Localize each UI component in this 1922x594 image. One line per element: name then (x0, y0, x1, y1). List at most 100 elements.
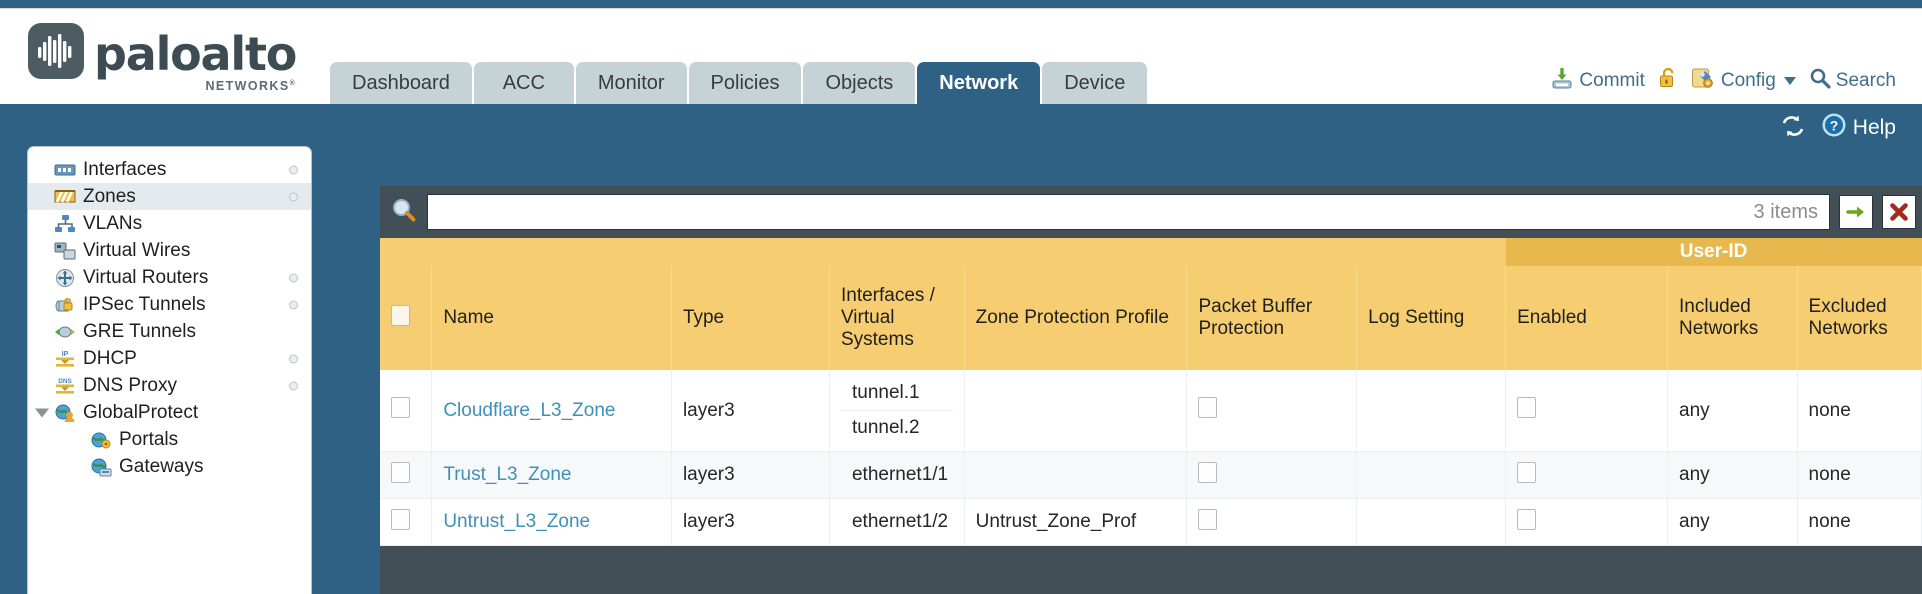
sidebar-item-label: DNS Proxy (83, 374, 177, 396)
packet-buffer-protection-checkbox[interactable] (1198, 397, 1218, 418)
excluded-networks-cell: none (1797, 498, 1922, 546)
column-header-name[interactable]: Name (431, 266, 672, 370)
globalprotect-icon (54, 403, 76, 423)
tab-objects[interactable]: Objects (803, 62, 916, 104)
logo-tagline: NETWORKS® (205, 79, 296, 93)
config-button[interactable]: Config (1691, 66, 1796, 96)
packet-buffer-protection-cell (1186, 370, 1358, 452)
row-checkbox[interactable] (391, 508, 410, 530)
search-button[interactable]: Search (1809, 67, 1896, 95)
column-header-zone-protection-profile[interactable]: Zone Protection Profile (964, 266, 1188, 370)
column-header-log-setting[interactable]: Log Setting (1356, 266, 1507, 370)
packet-buffer-protection-checkbox[interactable] (1198, 461, 1218, 483)
sidebar-item-ipsec-tunnels[interactable]: IPSec Tunnels (28, 291, 311, 318)
search-label: Search (1835, 70, 1896, 91)
filter-search-icon[interactable] (390, 196, 418, 229)
group-header-spacer (380, 238, 1506, 266)
group-header-userid: User-ID (1505, 238, 1922, 266)
ipsec-tunnels-icon (54, 295, 76, 315)
config-wrench-icon (1691, 66, 1716, 96)
sidebar-item-label: IPSec Tunnels (83, 293, 206, 315)
apply-filter-button[interactable] (1839, 195, 1873, 229)
logo-mark-icon (28, 23, 84, 79)
sidebar-item-vlans[interactable]: VLANs (28, 210, 311, 237)
unlock-button[interactable] (1658, 66, 1678, 96)
sidebar-item-zones[interactable]: Zones (28, 183, 311, 210)
zone-protection-profile-cell (964, 451, 1188, 499)
tab-device[interactable]: Device (1042, 62, 1148, 104)
log-setting-cell (1356, 370, 1507, 452)
zone-interfaces-cell: ethernet1/2 (829, 498, 965, 546)
dhcp-icon: IP (54, 349, 76, 369)
zone-name-link[interactable]: Untrust_L3_Zone (443, 511, 591, 532)
sidebar-item-virtual-routers[interactable]: Virtual Routers (28, 264, 311, 291)
zone-name-link[interactable]: Cloudflare_L3_Zone (443, 399, 616, 421)
select-all-checkbox[interactable] (391, 304, 410, 326)
sidebar-item-label: GlobalProtect (83, 401, 199, 423)
portals-icon (90, 430, 112, 450)
registered-mark: ® (289, 79, 297, 87)
column-header-excluded-networks[interactable]: Excluded Networks (1797, 266, 1922, 370)
interface-entry: ethernet1/2 (851, 511, 949, 532)
zones-icon (54, 187, 76, 207)
excluded-networks-cell: none (1797, 451, 1922, 499)
svg-text:IP: IP (62, 351, 69, 358)
row-checkbox[interactable] (391, 461, 410, 483)
column-header-type[interactable]: Type (671, 266, 830, 370)
included-networks-cell: any (1667, 451, 1798, 499)
row-select-cell (380, 498, 433, 546)
clear-filter-button[interactable] (1882, 195, 1916, 229)
sidebar-item-label: Zones (83, 185, 136, 207)
sidebar-item-indicator (289, 165, 298, 174)
sidebar-item-indicator (289, 192, 298, 201)
commit-button[interactable]: Commit (1550, 66, 1645, 96)
select-all-header (380, 266, 433, 370)
userid-enabled-checkbox[interactable] (1517, 397, 1537, 418)
tab-network[interactable]: Network (917, 62, 1041, 104)
sidebar-item-label: VLANs (83, 212, 143, 234)
sidebar-item-label: Interfaces (83, 158, 167, 180)
sidebar-item-label: Gateways (119, 455, 204, 477)
svg-text:?: ? (1830, 118, 1839, 134)
commit-icon (1550, 66, 1574, 96)
search-input[interactable]: 3 items (427, 194, 1830, 230)
packet-buffer-protection-checkbox[interactable] (1198, 508, 1218, 530)
vlans-icon (54, 214, 76, 234)
refresh-icon[interactable] (1779, 114, 1807, 143)
tab-acc[interactable]: ACC (473, 62, 574, 104)
row-checkbox[interactable] (391, 397, 410, 418)
sidebar-item-label: Virtual Wires (83, 239, 191, 261)
chevron-down-icon[interactable] (1783, 77, 1796, 85)
column-header-enabled[interactable]: Enabled (1505, 266, 1669, 370)
tab-dashboard[interactable]: Dashboard (330, 62, 472, 104)
sidebar-item-indicator (289, 381, 298, 390)
tab-policies[interactable]: Policies (688, 62, 802, 104)
column-header-included-networks[interactable]: Included Networks (1667, 266, 1798, 370)
sidebar-item-gateways[interactable]: Gateways (28, 453, 311, 480)
expander-triangle-icon[interactable] (35, 408, 49, 417)
sidebar-item-globalprotect[interactable]: GlobalProtect (28, 399, 311, 426)
sidebar-item-virtual-wires[interactable]: Virtual Wires (28, 237, 311, 264)
sidebar-item-gre-tunnels[interactable]: GRE Tunnels (28, 318, 311, 345)
search-icon (1809, 67, 1831, 95)
sidebar-item-portals[interactable]: Portals (28, 426, 311, 453)
userid-enabled-checkbox[interactable] (1517, 508, 1537, 530)
zone-type-cell: layer3 (671, 498, 830, 546)
help-button[interactable]: ? Help (1821, 112, 1896, 144)
userid-enabled-checkbox[interactable] (1517, 461, 1537, 483)
tab-monitor[interactable]: Monitor (575, 62, 687, 104)
userid-enabled-cell (1505, 370, 1669, 452)
sidebar-item-interfaces[interactable]: Interfaces (28, 156, 311, 183)
sidebar-item-indicator (289, 300, 298, 309)
column-header-interfaces-virtual-systems[interactable]: Interfaces / Virtual Systems (829, 266, 965, 370)
column-header-packet-buffer-protection[interactable]: Packet Buffer Protection (1186, 266, 1358, 370)
zone-interfaces-cell: ethernet1/1 (829, 451, 965, 499)
gre-tunnels-icon (54, 322, 76, 342)
zone-name-link[interactable]: Trust_L3_Zone (443, 464, 572, 485)
